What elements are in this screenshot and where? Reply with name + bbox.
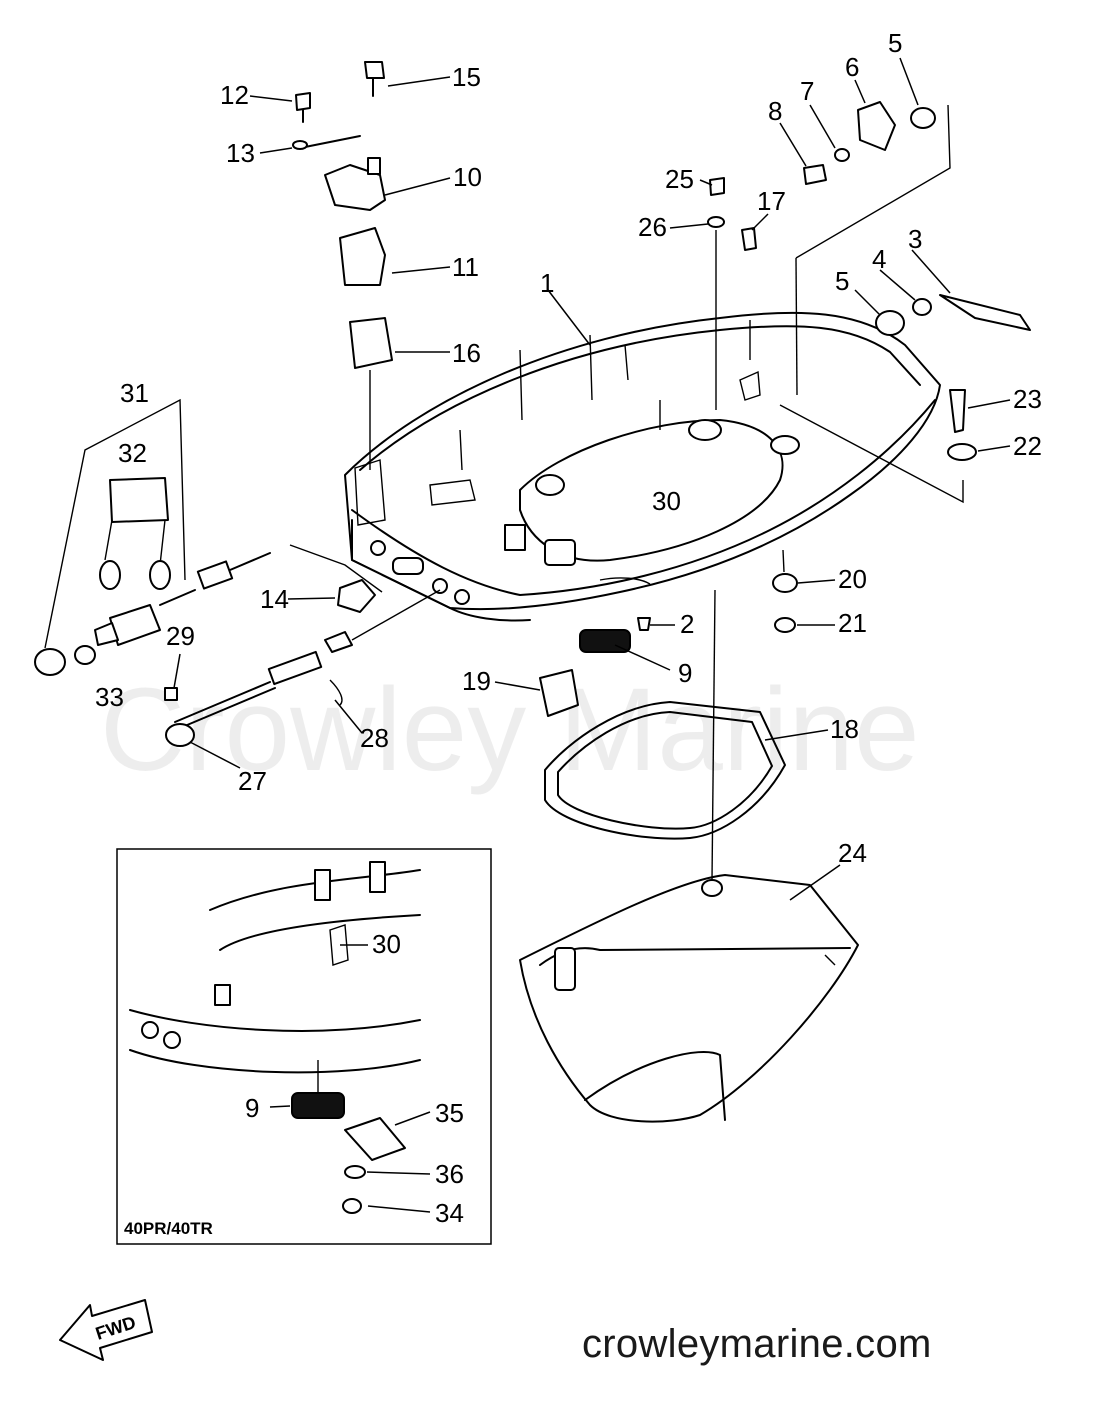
callout-12: 12 bbox=[220, 80, 249, 110]
callout-30-inset: 30 bbox=[372, 929, 401, 959]
callout-numbers: 1 2 3 4 5 5 6 7 8 9 9 10 11 12 13 14 15 … bbox=[95, 28, 1042, 1228]
callout-33: 33 bbox=[95, 682, 124, 712]
leader-lines bbox=[173, 57, 1011, 1213]
inset-box: 40PR/40TR bbox=[116, 848, 492, 1245]
callout-9-main: 9 bbox=[678, 658, 692, 688]
callout-29: 29 bbox=[166, 621, 195, 651]
callout-30-main: 30 bbox=[652, 486, 681, 516]
callout-11: 11 bbox=[452, 252, 479, 282]
callout-36: 36 bbox=[435, 1159, 464, 1189]
callout-13: 13 bbox=[226, 138, 255, 168]
gasket-18 bbox=[544, 701, 786, 840]
lower-pan-24 bbox=[519, 874, 859, 1123]
callout-2: 2 bbox=[680, 609, 694, 639]
callout-27: 27 bbox=[238, 766, 267, 796]
callout-1: 1 bbox=[540, 268, 554, 298]
callout-4: 4 bbox=[872, 244, 886, 274]
callout-6: 6 bbox=[845, 52, 859, 82]
callout-28: 28 bbox=[360, 723, 389, 753]
top-right-parts bbox=[707, 101, 1031, 504]
watermark-text: Crowley Marine bbox=[100, 664, 920, 796]
callout-32: 32 bbox=[118, 438, 147, 468]
callout-21: 21 bbox=[838, 608, 867, 638]
inset-model-label: 40PR/40TR bbox=[124, 1219, 213, 1238]
callout-15: 15 bbox=[452, 62, 481, 92]
callout-20: 20 bbox=[838, 564, 867, 594]
footer-site-name: crowleymarine.com bbox=[582, 1322, 932, 1366]
callout-35: 35 bbox=[435, 1098, 464, 1128]
callout-23: 23 bbox=[1013, 384, 1042, 414]
callout-7: 7 bbox=[800, 76, 814, 106]
top-left-parts bbox=[292, 61, 393, 470]
callout-34: 34 bbox=[435, 1198, 464, 1228]
left-parts bbox=[34, 398, 441, 747]
callout-26: 26 bbox=[638, 212, 667, 242]
callout-10: 10 bbox=[453, 162, 482, 192]
callout-22: 22 bbox=[1013, 431, 1042, 461]
callout-19: 19 bbox=[462, 666, 491, 696]
callout-17: 17 bbox=[757, 186, 786, 216]
callout-9-inset: 9 bbox=[245, 1093, 259, 1123]
callout-31: 31 bbox=[120, 378, 149, 408]
callout-3: 3 bbox=[908, 224, 922, 254]
bottom-cowling bbox=[344, 311, 941, 622]
callout-14: 14 bbox=[260, 584, 289, 614]
callout-25: 25 bbox=[665, 164, 694, 194]
callout-24: 24 bbox=[838, 838, 867, 868]
fwd-arrow: FWD bbox=[59, 1299, 153, 1361]
callout-8: 8 bbox=[768, 96, 782, 126]
callout-18: 18 bbox=[830, 714, 859, 744]
callout-5-upper: 5 bbox=[888, 28, 902, 58]
callout-5-lower: 5 bbox=[835, 266, 849, 296]
callout-16: 16 bbox=[452, 338, 481, 368]
